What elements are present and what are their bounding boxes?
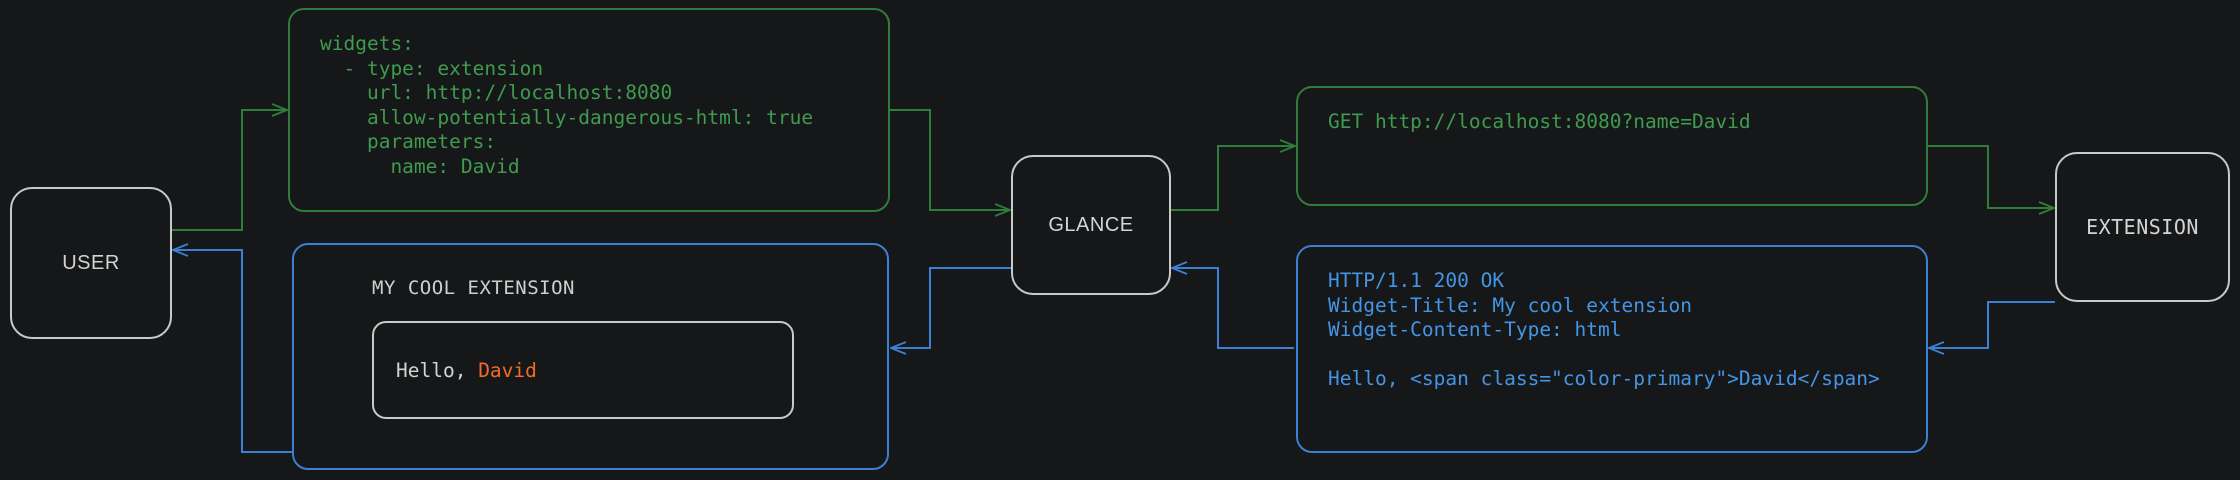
panel-rendered-widget: MY COOL EXTENSION Hello, David <box>292 243 889 470</box>
widget-content-card: Hello, David <box>372 321 794 419</box>
edge-extension-to-response <box>1930 301 2055 348</box>
edge-glance-to-request <box>1171 146 1294 211</box>
panel-http-request: GET http://localhost:8080?name=David <box>1296 86 1928 206</box>
edge-glance-to-widget <box>892 267 1011 348</box>
http-response-code: HTTP/1.1 200 OK Widget-Title: My cool ex… <box>1328 269 1880 391</box>
edge-request-to-extension <box>1928 145 2053 208</box>
node-glance-label: GLANCE <box>1048 213 1134 236</box>
node-extension-label: EXTENSION <box>2086 215 2199 239</box>
node-glance[interactable]: GLANCE <box>1011 155 1171 295</box>
yaml-config-code: widgets: - type: extension url: http://l… <box>320 32 814 178</box>
http-request-code: GET http://localhost:8080?name=David <box>1328 110 1751 133</box>
widget-title: MY COOL EXTENSION <box>372 277 575 299</box>
edge-user-to-yaml <box>172 110 286 231</box>
node-extension[interactable]: EXTENSION <box>2055 152 2230 302</box>
edge-response-to-glance <box>1173 268 1294 349</box>
widget-greeting-name: David <box>478 358 537 382</box>
node-user[interactable]: USER <box>10 187 172 339</box>
edge-widget-to-user <box>174 250 292 453</box>
widget-greeting-prefix: Hello, <box>396 358 479 382</box>
panel-http-response: HTTP/1.1 200 OK Widget-Title: My cool ex… <box>1296 245 1928 453</box>
widget-content-text: Hello, David <box>396 359 537 382</box>
edge-yaml-to-glance <box>890 109 1009 210</box>
panel-yaml-config: widgets: - type: extension url: http://l… <box>288 8 890 212</box>
node-user-label: USER <box>62 251 120 274</box>
